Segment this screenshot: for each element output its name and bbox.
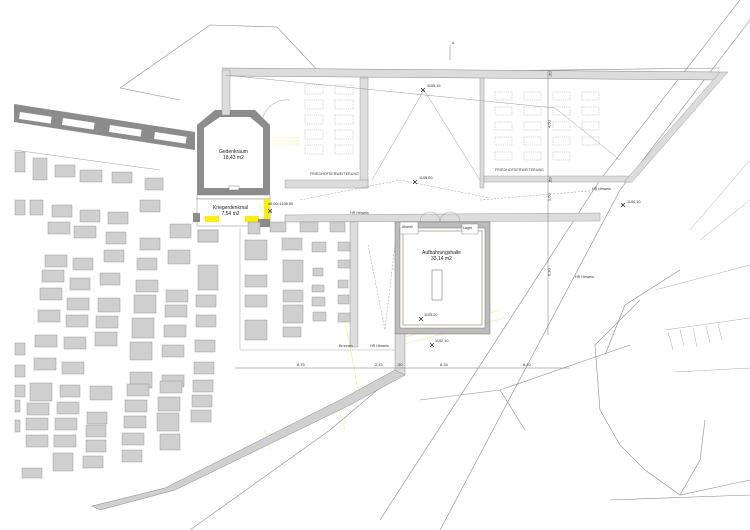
room-label-lager: Lager [463,226,473,230]
note-label: HR Hinweis [575,275,594,279]
elevation-markers [267,87,626,348]
existing-graves [14,151,351,479]
dimension-label: 8,75 [297,362,305,367]
room-label-abstell: Abstell [402,225,413,229]
room-area: 18,43 m2 [223,154,244,161]
boundary-wall-left [13,104,195,171]
note-label: HR Hinweis [350,211,369,215]
room-name: Kriegerdenkmal [213,205,249,211]
room-name: Aufbahrungshalle [422,250,461,256]
room-name: Gedenkraum [219,149,248,155]
elevation-label: 1105,00 [419,176,433,180]
room-area: 7,54 m2 [221,210,240,217]
elevation-label: 1104,10 [627,200,641,204]
room-label-kriegerdenkmal: Kriegerdenkmal 7,54 m2 [213,205,249,217]
mortuary-hall [394,211,491,376]
dimension-lines [235,45,570,369]
note-label: Brunnen [339,344,353,348]
dimension-label: 6,10 [523,362,531,367]
path-wall [91,369,406,511]
zone-label-extension-2: FRIEDHOFSERWEITERUNG [495,168,544,172]
elevation-label: ±0,00=1106,50 [268,202,294,206]
zone-label-extension-1: FRIEDHOFSERWEITERUNG [310,172,359,176]
note-label: HR Hinweis [370,344,389,348]
dimension-label: ,50 [547,71,553,77]
room-label-gedenkraum: Gedenkraum 18,43 m2 [219,149,248,161]
planned-grave-plots [304,84,600,161]
section-marker: A [452,41,455,45]
room-area: 33,14 m2 [431,255,452,262]
slope-lines [224,74,621,331]
dimension-label: 4,50 [546,120,552,129]
dimension-label: 2,43 [375,362,383,367]
memorial-building [193,99,291,227]
dimension-label: ,50 [397,362,403,367]
dimension-label: 6,34 [440,362,448,367]
extension-zones [221,67,729,351]
room-label-aufbahrungshalle: Aufbahrungshalle 33,14 m2 [422,250,461,262]
elevation-label: 1105,15 [427,84,441,88]
dimension-label: 1,50 [546,193,552,202]
dimension-label: ,50 [547,177,553,183]
elevation-label: 1102,10 [435,339,449,343]
dimension-label: 6,30 [546,268,552,277]
note-label: HR Hinweis [592,187,611,191]
parking-stalls [654,159,750,373]
elevation-label: 1105,20 [424,313,438,317]
